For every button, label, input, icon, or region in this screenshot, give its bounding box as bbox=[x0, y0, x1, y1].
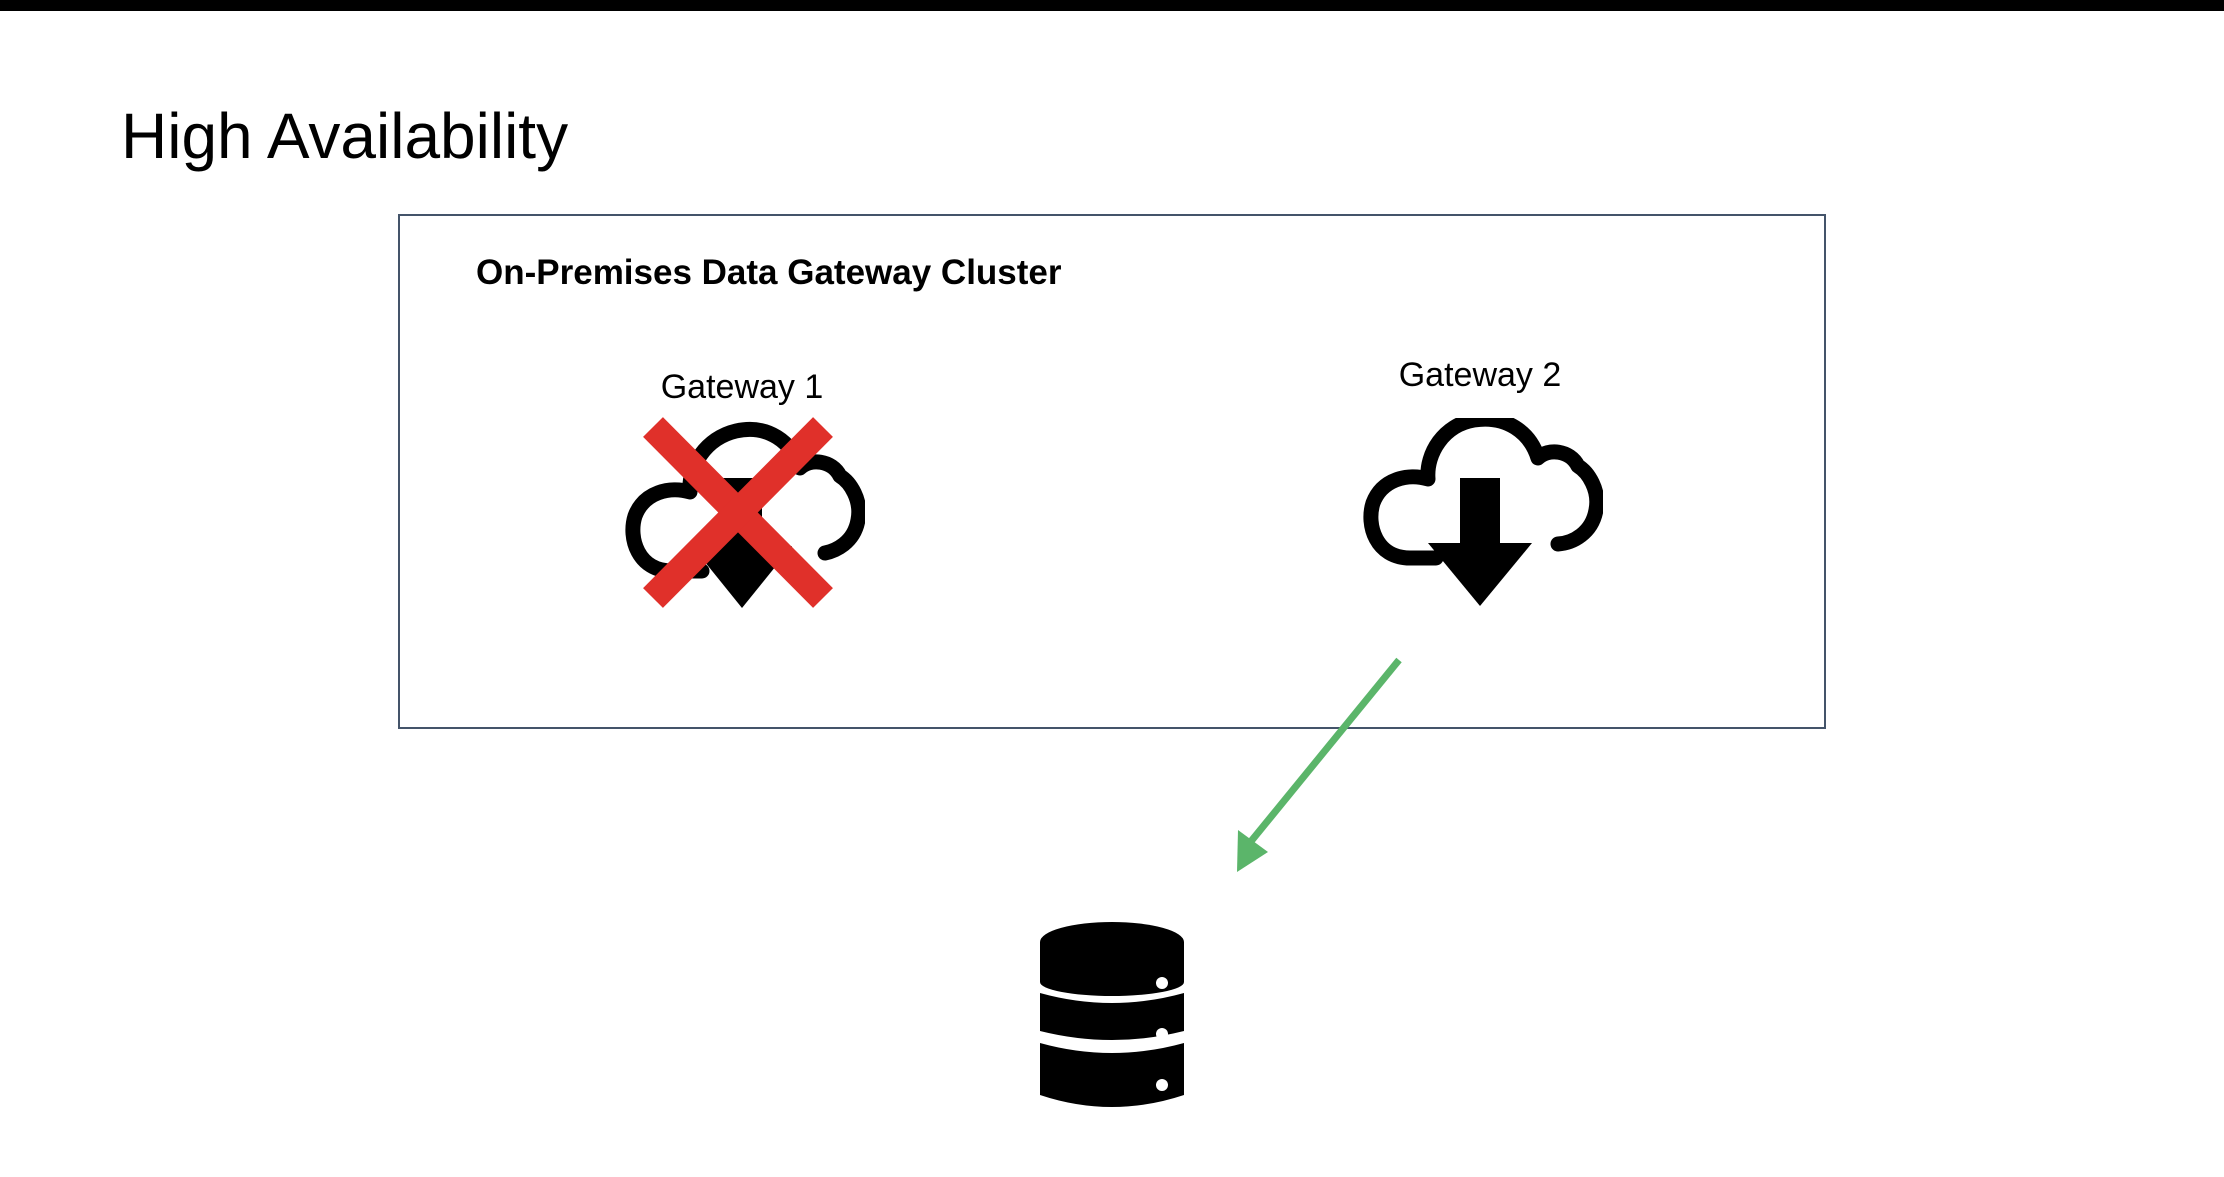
cluster-title: On-Premises Data Gateway Cluster bbox=[476, 253, 1062, 292]
gateway-2-cloud-download-icon bbox=[1363, 418, 1603, 606]
database-icon bbox=[1040, 922, 1184, 1107]
gateway-cluster-box bbox=[398, 214, 1826, 729]
gateway-2-label: Gateway 2 bbox=[1398, 356, 1562, 394]
top-bar bbox=[0, 0, 2224, 11]
gateway-1-label: Gateway 1 bbox=[660, 368, 824, 406]
connection-arrow bbox=[1237, 657, 1402, 872]
slide-title: High Availability bbox=[121, 100, 569, 172]
failure-x-icon bbox=[643, 417, 833, 608]
